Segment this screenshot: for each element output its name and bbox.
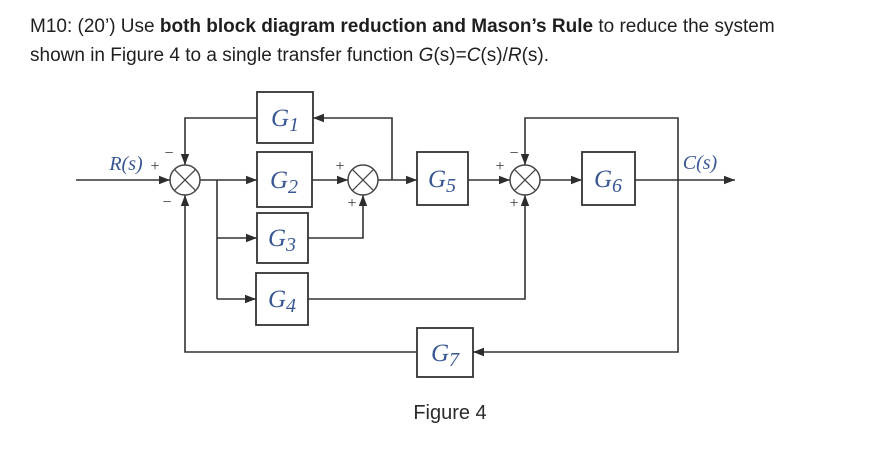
arrowhead-into-g7 [473,347,484,357]
problem-line-1: M10: (20’) Use both block diagram reduct… [30,12,775,41]
block-g2-box [256,151,313,208]
problem-line1-regular-tail: to reduce the system [593,16,775,37]
arrowhead-into-g3 [246,233,257,243]
arrowhead-into-sum3 [499,175,510,185]
arrowhead-output [724,175,735,185]
arrowhead-into-g5 [406,175,417,185]
block-g3: G3 [256,212,309,264]
tf-r-symbol: R [507,45,522,66]
sum-junction-2: + + [335,158,379,212]
arrowhead-into-g2 [246,175,257,185]
sum3-sign-top: − [509,145,518,162]
output-signal-label: C(s) [683,152,718,174]
block-g2-label: G2 [270,167,298,198]
arrowhead-sum1-bottom [180,195,190,206]
block-g6-label: G6 [594,166,622,197]
sum1-sign-top: − [164,145,173,162]
block-g5-label: G5 [428,166,456,197]
block-g7-label: G7 [431,340,460,371]
wire-feedback-to-g7 [473,180,679,353]
arrowhead-sum3-top [520,154,530,165]
wire-branch-to-g1 [313,117,393,180]
tf-paren-1: (s)= [433,45,467,66]
arrowhead-into-g4 [245,294,256,304]
wire-g4-to-sum3-bottom [308,195,526,300]
sum1-sign-left: + [150,158,159,175]
wire-feedback-to-sum3-top [524,117,679,180]
block-g6: G6 [581,151,636,206]
sum-junction-1: + − − [150,145,201,211]
block-g2: G2 [256,151,313,208]
problem-line-2: shown in Figure 4 to a single transfer f… [30,41,775,70]
arrowhead-into-g6 [571,175,582,185]
block-g3-box [256,212,309,264]
sum3-x2 [513,168,537,192]
block-g6-box [581,151,636,206]
block-g5-box [416,151,469,206]
arrowhead-sum3-bottom [520,195,530,206]
tf-c-symbol: C [466,45,481,66]
tf-paren-2: (s)/ [480,45,508,66]
sum2-sign-bottom: + [347,195,356,212]
problem-statement: M10: (20’) Use both block diagram reduct… [30,12,775,70]
problem-line1-regular: M10: (20’) Use [30,16,160,37]
problem-line1-bold: both block diagram reduction and Mason’s… [159,16,594,37]
block-g5: G5 [416,151,469,206]
sum2-sign-left: + [335,158,344,175]
wire-g7-to-sum1-bottom [184,195,417,353]
wire-g3-to-sum2 [308,195,364,239]
input-signal-label: R(s) [108,153,143,175]
block-g1: G1 [256,91,314,144]
arrowhead-sum2-bottom [358,195,368,206]
block-g4-box [255,272,309,326]
sum3-sign-left: + [495,158,504,175]
tf-paren-3: (s). [521,45,550,66]
block-g1-box [256,91,314,144]
arrowhead-input-sum1 [159,175,170,185]
sum2-x2 [351,168,375,192]
block-g4-label: G4 [268,286,296,317]
sum1-x2 [173,168,197,192]
sum1-sign-bottom: − [162,194,171,211]
arrowhead-into-g1 [313,113,324,123]
block-g7: G7 [416,327,474,378]
problem-line2-regular: shown in Figure 4 to a single transfer f… [30,45,419,66]
block-g7-box [416,327,474,378]
wire-g1-to-sum1-top [184,117,257,165]
arrowhead-sum1-top [180,154,190,165]
figure-caption: Figure 4 [413,402,487,424]
arrowhead-into-sum2 [337,175,348,185]
block-g4: G4 [255,272,309,326]
sum3-sign-bottom: + [509,195,518,212]
block-g1-label: G1 [271,105,299,136]
tf-g-symbol: G [418,45,434,66]
block-g3-label: G3 [268,225,296,256]
